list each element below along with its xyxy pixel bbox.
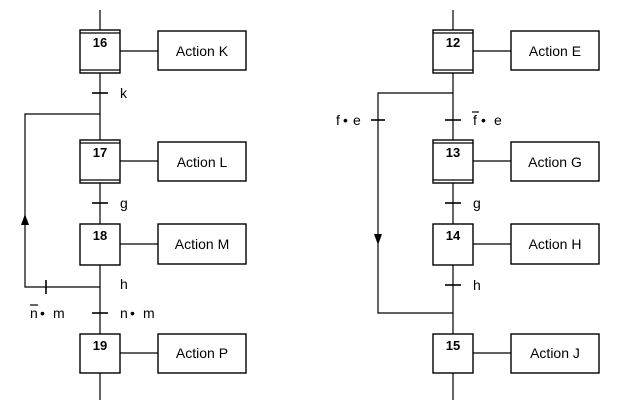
condition-not-f-and-e-second: e (494, 112, 502, 128)
action-j-box (510, 333, 600, 374)
action-m-label: Action M (175, 236, 229, 252)
action-l-label: Action L (177, 154, 228, 170)
condition-f-and-e-op: • (343, 112, 348, 128)
action-g-box (510, 141, 600, 182)
step-13-box (432, 139, 474, 184)
condition-n-and-m-op: • (130, 305, 135, 321)
step-15-number: 15 (446, 338, 460, 353)
condition-k: k (120, 85, 128, 101)
action-j-label: Action J (530, 345, 580, 361)
step-16-number: 16 (93, 35, 107, 50)
condition-n-and-m-second: m (143, 305, 155, 321)
skip-branch-wire (377, 92, 453, 314)
loop-back-wire (24, 113, 100, 288)
condition-not-f-and-e-var: f (473, 112, 477, 128)
action-p-label: Action P (176, 345, 228, 361)
action-l-box (157, 141, 247, 182)
action-h-label: Action H (529, 236, 582, 252)
condition-h: h (120, 276, 128, 292)
condition-not-n-and-m-var: n (30, 305, 38, 321)
step-13-number: 13 (446, 145, 460, 160)
condition-not-f-and-e-op: • (481, 112, 486, 128)
action-k-box (157, 30, 247, 71)
condition-n-and-m-var: n (120, 305, 128, 321)
action-g-label: Action G (528, 154, 582, 170)
step-17-number: 17 (93, 145, 107, 160)
condition-h: h (473, 277, 481, 293)
step-19-number: 19 (93, 338, 107, 353)
condition-not-n-and-m-op: • (40, 305, 45, 321)
step-19-box (79, 333, 121, 374)
step-14-box (432, 223, 474, 266)
step-18-box (79, 223, 121, 266)
right-grafcet: 12 13 14 15 Action E Action G Action H A… (336, 10, 600, 400)
step-12-box (432, 29, 474, 74)
step-12-number: 12 (446, 35, 460, 50)
action-h-box (510, 223, 600, 265)
step-17-box (79, 139, 121, 184)
condition-f-and-e-var: f (336, 112, 340, 128)
step-14-number: 14 (446, 228, 461, 243)
condition-g: g (120, 195, 128, 211)
step-16-box (79, 29, 121, 74)
action-k-label: Action K (176, 43, 229, 59)
left-grafcet: 16 17 18 19 Action K Action L Action M A… (21, 10, 247, 400)
step-18-number: 18 (93, 228, 107, 243)
condition-not-n-and-m-second: m (53, 305, 65, 321)
condition-g: g (473, 195, 481, 211)
action-m-box (157, 223, 247, 265)
up-arrow-icon (21, 214, 29, 225)
condition-f-and-e-second: e (353, 112, 361, 128)
action-p-box (157, 333, 247, 374)
action-e-label: Action E (529, 43, 581, 59)
down-arrow-icon (374, 234, 382, 245)
action-e-box (510, 30, 600, 71)
